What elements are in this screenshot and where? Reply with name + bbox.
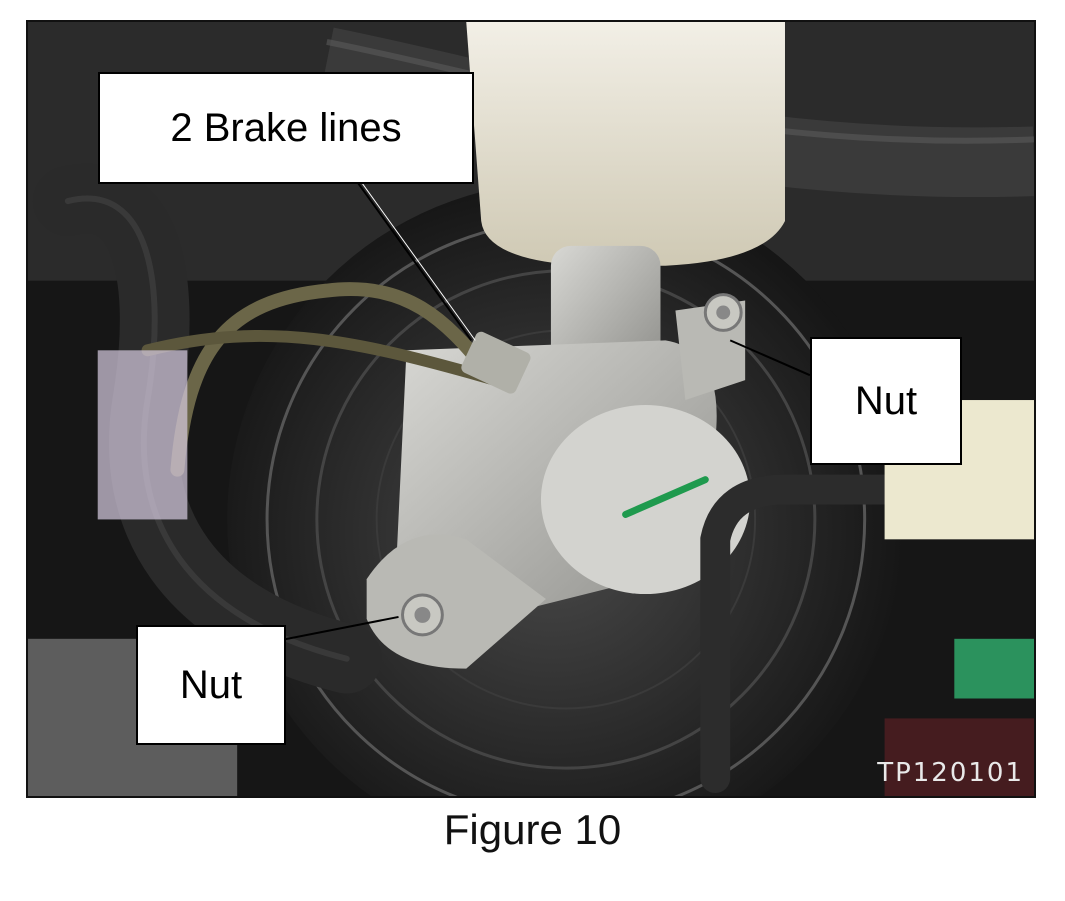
photo-reference-code: TP120101 [877,758,1024,788]
callout-nut-left: Nut [136,625,286,745]
figure-caption: Figure 10 [443,806,622,853]
callout-brake-lines: 2 Brake lines [98,72,474,184]
callout-nut-right: Nut [810,337,962,465]
